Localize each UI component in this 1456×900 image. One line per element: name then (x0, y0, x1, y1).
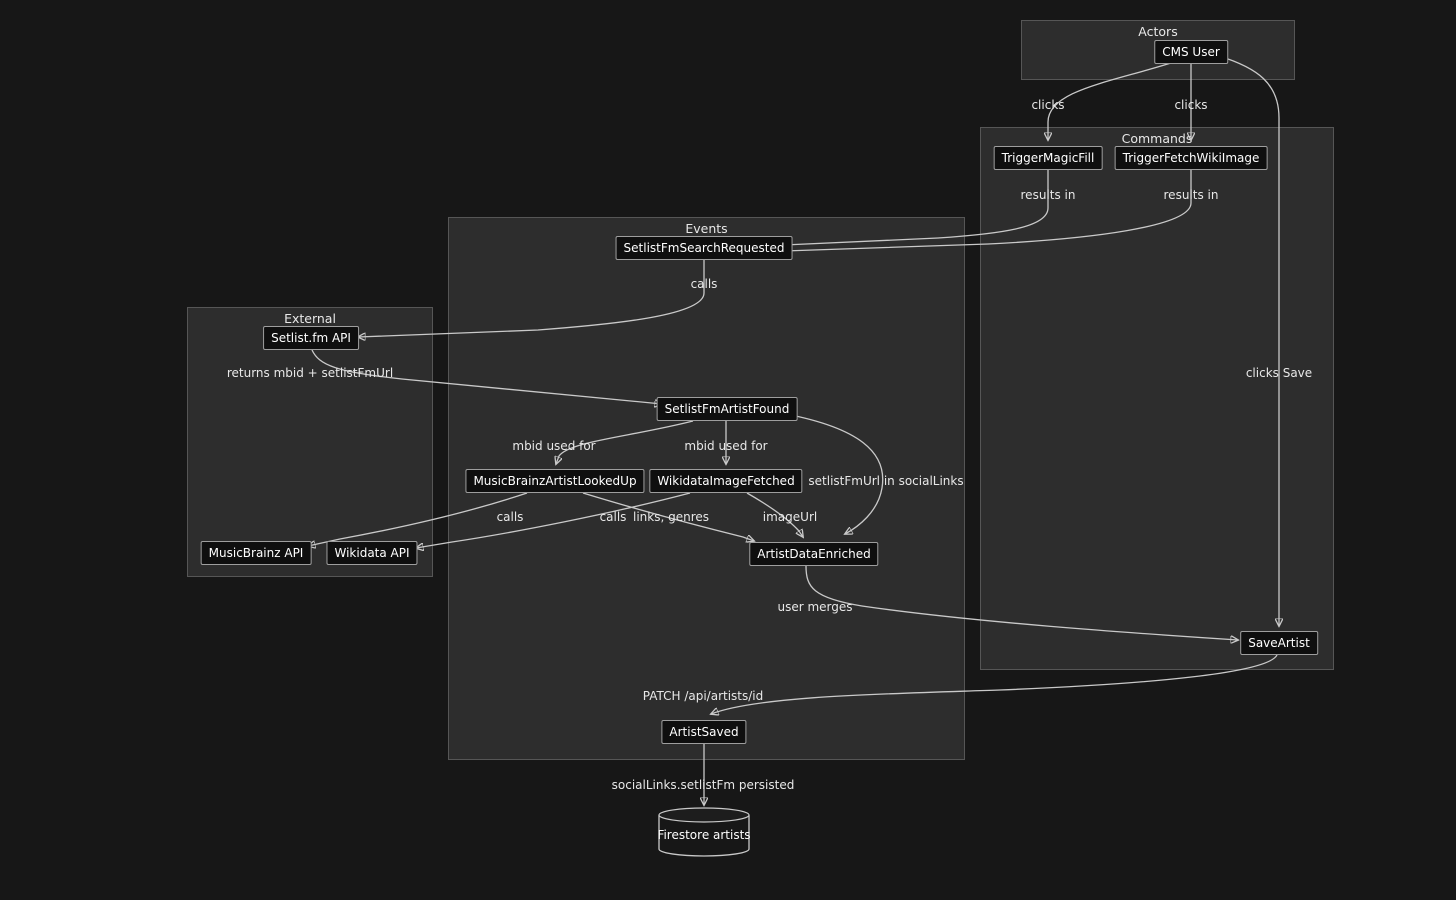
cluster-actors-title: Actors (1138, 24, 1178, 39)
edge-label-links-genres: links, genres (632, 510, 710, 524)
edge-label-clicks-left: clicks (1031, 98, 1065, 112)
edge-label-setlistfmurl-sociallinks: setlistFmUrl in socialLinks (808, 474, 964, 488)
edge-label-clicks-save: clicks Save (1245, 366, 1313, 380)
edge-label-mbid-used-for-right: mbid used for (684, 439, 768, 453)
node-setlistfm-search-requested: SetlistFmSearchRequested (615, 236, 793, 260)
cluster-events-title: Events (685, 221, 728, 236)
edge-label-clicks-right: clicks (1174, 98, 1208, 112)
node-trigger-magic-fill: TriggerMagicFill (993, 146, 1103, 170)
node-setlistfm-api: Setlist.fm API (263, 326, 359, 350)
edge-label-calls-setlistfm: calls (690, 277, 718, 291)
edge-setlistfmapi-artistfound (311, 349, 662, 404)
edge-label-sociallinks-persisted: socialLinks.setlistFm persisted (611, 778, 795, 792)
firestore-cylinder (658, 807, 750, 857)
edge-cmsuser-triggermagicfill (1048, 61, 1175, 140)
edge-wikidataimagefetched-artistdataenriched (746, 492, 803, 537)
edge-label-mbid-used-for-left: mbid used for (512, 439, 596, 453)
edge-musicbrainzlookedup-musicbrainzapi (308, 492, 528, 546)
edge-label-user-merges: user merges (777, 600, 853, 614)
edge-artistfound-artistdataenriched (785, 413, 884, 534)
node-wikidata-image-fetched: WikidataImageFetched (649, 469, 803, 493)
node-setlistfm-artist-found: SetlistFmArtistFound (656, 397, 798, 421)
node-save-artist: SaveArtist (1240, 631, 1318, 655)
node-firestore-artists-label: Firestore artists (657, 828, 751, 842)
edge-musicbrainzlookedup-artistdataenriched (582, 492, 754, 541)
edge-cmsuser-saveartist (1218, 55, 1279, 626)
node-wikidata-api: Wikidata API (326, 541, 418, 565)
edge-label-imageurl: imageUrl (762, 510, 818, 524)
node-musicbrainz-api: MusicBrainz API (200, 541, 312, 565)
cluster-external-title: External (284, 311, 336, 326)
node-cms-user: CMS User (1154, 40, 1228, 64)
cluster-commands: Commands (980, 127, 1334, 670)
cluster-actors: Actors (1021, 20, 1295, 80)
edge-label-results-in-right: results in (1163, 188, 1219, 202)
edge-wikidataimagefetched-wikidataapi (416, 492, 691, 548)
edge-artistdataenriched-saveartist (805, 565, 1238, 640)
edge-artistfound-musicbrainzlookedup (556, 420, 694, 464)
edge-label-patch-api: PATCH /api/artists/id (642, 689, 764, 703)
edge-label-returns-mbid: returns mbid + setlistFmUrl (226, 366, 394, 380)
edge-triggerfetchwikiimage-searchrequested (784, 170, 1192, 251)
edge-saveartist-artistsaved (711, 654, 1278, 714)
edge-label-results-in-left: results in (1020, 188, 1076, 202)
cluster-commands-title: Commands (1121, 131, 1193, 146)
edge-searchrequested-setlistfmapi (358, 260, 705, 337)
node-artist-saved: ArtistSaved (661, 720, 747, 744)
edge-triggermagicfill-searchrequested (784, 170, 1049, 245)
node-musicbrainz-artist-looked-up: MusicBrainzArtistLookedUp (465, 469, 645, 493)
node-trigger-fetch-wiki-image: TriggerFetchWikiImage (1114, 146, 1268, 170)
edge-label-calls-wikidata: calls (599, 510, 627, 524)
cluster-external: External (187, 307, 433, 577)
node-artist-data-enriched: ArtistDataEnriched (749, 542, 879, 566)
edge-label-calls-musicbrainz: calls (496, 510, 524, 524)
